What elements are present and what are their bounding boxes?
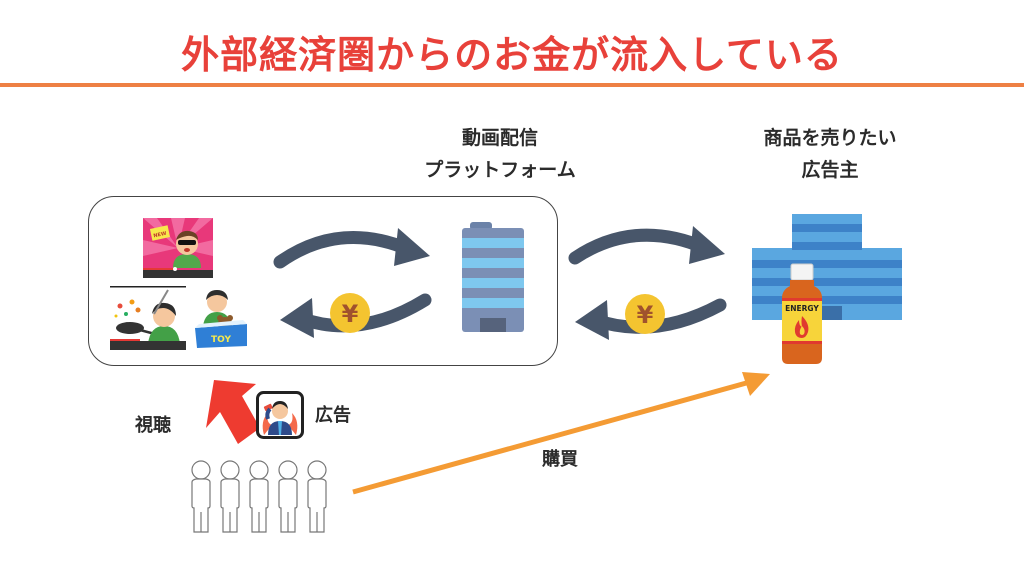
platform-label: 動画配信 プラットフォーム <box>390 122 610 186</box>
company-building-icon <box>752 214 902 320</box>
cycle-arrowhead-bottom <box>280 298 314 338</box>
advertiser-label-line2: 広告主 <box>801 159 859 181</box>
person-outline-icon <box>278 460 298 533</box>
viewers-group <box>191 460 327 533</box>
yen-symbol: ¥ <box>342 300 359 328</box>
person-outline-icon <box>249 460 269 533</box>
cycle-arrowhead-top <box>394 228 430 266</box>
ad-label: 広告 <box>315 405 351 426</box>
cycle-arrow-top-icon <box>568 228 712 265</box>
advertiser-label: 商品を売りたい 広告主 <box>720 122 940 186</box>
yen-coin-icon <box>330 293 370 333</box>
office-building-icon <box>462 222 524 332</box>
thumbnail-new-badge: NEW <box>153 231 168 240</box>
person-outline-icon <box>307 460 327 533</box>
person-outline-icon <box>220 460 240 533</box>
platform-label-line2: プラットフォーム <box>424 159 576 181</box>
toy-box-label: TOY <box>211 335 231 345</box>
platform-label-line1: 動画配信 <box>461 127 538 149</box>
creator-platform-cycle: ¥ <box>273 228 432 338</box>
title-divider <box>0 83 1024 87</box>
cycle-arrow-top-icon <box>273 231 417 269</box>
cycle-arrowhead-bottom <box>575 300 609 340</box>
advertisement-icon <box>256 391 304 439</box>
yen-coin-icon <box>625 294 665 334</box>
platform-advertiser-cycle: ¥ <box>568 226 727 340</box>
person-outline-icon <box>191 460 211 533</box>
view-arrow <box>206 380 260 444</box>
cycle-arrowhead-top <box>689 226 725 264</box>
advertiser-label-line1: 商品を売りたい <box>763 127 897 149</box>
purchase-label: 購買 <box>542 449 578 470</box>
video-thumbnail-cooking-icon <box>110 286 186 350</box>
page-title: 外部経済圏からのお金が流入している <box>181 33 843 77</box>
purchase-arrow <box>352 372 770 495</box>
yen-symbol: ¥ <box>637 301 654 329</box>
view-label: 視聴 <box>135 415 171 436</box>
toy-review-icon: TOY <box>195 290 247 348</box>
video-thumbnail-new-product-icon: NEW <box>143 218 213 278</box>
energy-drink-bottle-icon: ENERGY <box>782 263 822 364</box>
energy-label: ENERGY <box>785 304 819 313</box>
